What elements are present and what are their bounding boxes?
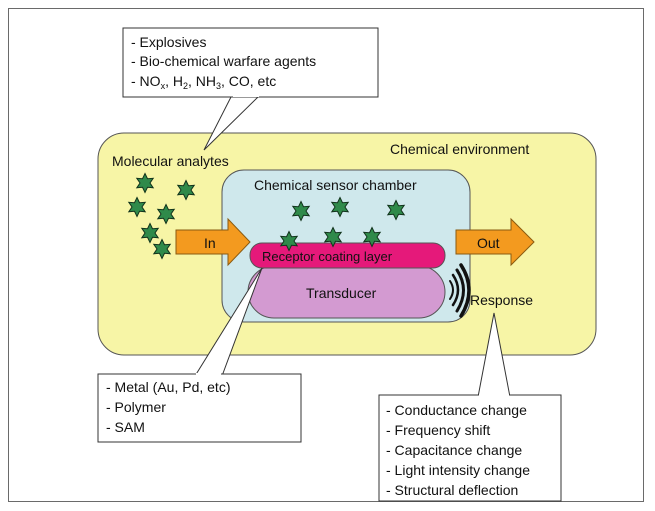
analyte-molecule-star-icon	[156, 203, 176, 225]
analyte-molecule-star-icon	[291, 200, 311, 222]
response-label: Response	[470, 292, 533, 308]
response-wave-icon	[449, 263, 471, 318]
analytes-box	[122, 27, 379, 98]
chemical-environment-label: Chemical environment	[390, 141, 529, 157]
receptor-material-box	[97, 373, 302, 443]
analyte-molecule-star-icon	[127, 196, 147, 218]
receptor-material-item: - SAM	[106, 419, 145, 435]
transducer-label: Transducer	[306, 285, 377, 301]
out-arrow-label: Out	[477, 235, 500, 251]
analyte-molecule-star-icon	[152, 238, 172, 260]
response-type-item: - Conductance change	[386, 402, 527, 418]
analyte-molecule-star-icon	[279, 230, 299, 252]
in-arrow	[175, 217, 251, 267]
receptor-material-item: - Metal (Au, Pd, etc)	[106, 379, 230, 395]
sensor-chamber-label: Chemical sensor chamber	[254, 177, 417, 193]
analyte-molecule-star-icon	[386, 199, 406, 221]
response-type-item: - Structural deflection	[386, 482, 518, 498]
analyte-molecule-star-icon	[362, 226, 382, 248]
analyte-molecule-star-icon	[323, 226, 343, 248]
receptor-coating-label: Receptor coating layer	[262, 249, 393, 264]
molecular-analytes-label: Molecular analytes	[112, 153, 229, 169]
analyte-molecule-star-icon	[176, 179, 196, 201]
response-type-item: - Frequency shift	[386, 422, 490, 438]
response-types-box	[378, 394, 562, 502]
analyte-molecule-star-icon	[140, 222, 160, 244]
analyte-molecules	[127, 172, 406, 260]
figure-frame	[8, 8, 644, 502]
analyte-molecule-star-icon	[330, 196, 350, 218]
receptor-material-item: - Polymer	[106, 399, 166, 415]
analytes-item: - Bio-chemical warfare agents	[131, 53, 316, 69]
analytes-gas-line: - NOx, H2, NH3, CO, etc	[131, 73, 276, 91]
out-arrow	[455, 217, 535, 267]
analyte-molecule-star-icon	[135, 172, 155, 194]
analytes-item: - Explosives	[131, 34, 206, 50]
response-type-item: - Capacitance change	[386, 442, 522, 458]
in-arrow-label: In	[204, 235, 216, 251]
response-type-item: - Light intensity change	[386, 462, 530, 478]
receptor-coating-layer	[249, 242, 446, 269]
